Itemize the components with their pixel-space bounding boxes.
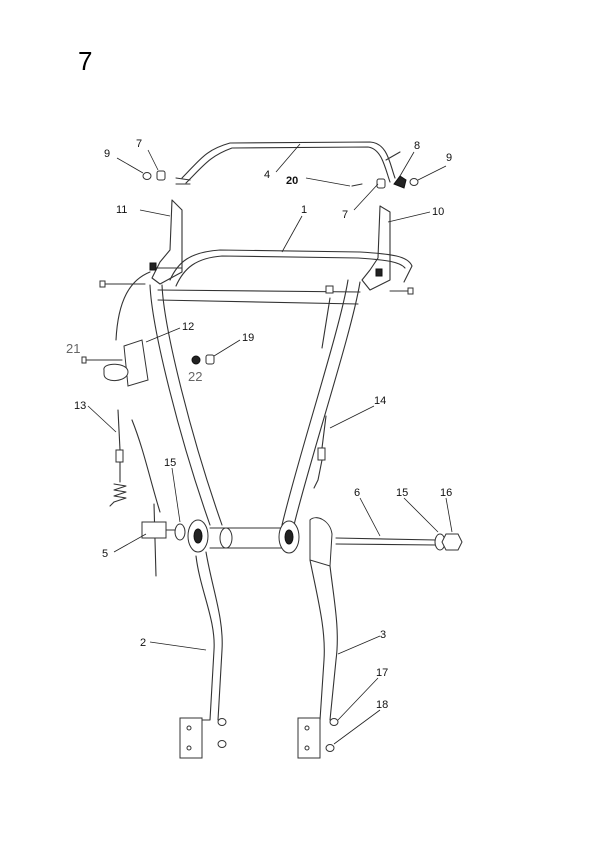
part-8-clip [393, 175, 407, 189]
part-14-cable-right [313, 415, 327, 489]
part-16-nut [441, 533, 463, 551]
label-18: 18 [376, 699, 388, 711]
page-number: 7 [78, 46, 93, 76]
bolts-left-leg [217, 718, 227, 748]
part-20-pin [351, 183, 363, 187]
label-12: 12 [182, 321, 194, 333]
label-11: 11 [116, 204, 127, 216]
cable-right [321, 297, 331, 349]
part-15-washer-left [174, 523, 186, 541]
part-13-spring-left [109, 409, 127, 507]
label-22: 22 [188, 369, 202, 384]
leader-lines [87, 143, 453, 745]
label-8: 8 [414, 140, 420, 152]
label-13: 13 [74, 400, 86, 412]
label-3: 3 [380, 629, 386, 641]
label-15-right: 15 [396, 487, 408, 499]
part-1-handle-frame [149, 249, 413, 554]
label-20: 20 [286, 175, 298, 187]
label-14: 14 [374, 395, 386, 407]
bolt-right [389, 287, 414, 295]
part-10-right-bracket [361, 205, 391, 291]
label-1: 1 [301, 204, 307, 216]
part-5-adjuster [141, 503, 179, 577]
label-5: 5 [102, 548, 108, 560]
part-4-upper-bar [175, 141, 401, 185]
label-4: 4 [264, 169, 270, 181]
label-21: 21 [66, 341, 80, 356]
label-15-left: 15 [164, 457, 176, 469]
label-16: 16 [440, 487, 452, 499]
cable-left [115, 271, 161, 513]
label-2: 2 [140, 637, 146, 649]
label-17: 17 [376, 667, 388, 679]
part-22-nut [191, 355, 201, 365]
label-10: 10 [432, 206, 444, 218]
part-12-control-lever [81, 339, 149, 387]
part-7-spacer-right [376, 178, 386, 189]
part-2-left-leg [179, 551, 223, 759]
label-7-right: 7 [342, 209, 348, 221]
bolt-rear [325, 285, 334, 294]
part-19-spacer [205, 354, 215, 365]
label-19: 19 [242, 332, 254, 344]
part-7-spacer-left [156, 170, 166, 181]
part-labels: 9 7 4 20 7 8 9 11 10 1 12 19 21 22 13 14… [66, 138, 452, 711]
label-6: 6 [354, 487, 360, 499]
label-9-right: 9 [446, 152, 452, 164]
label-9-left: 9 [104, 148, 110, 160]
part-3-right-leg [297, 517, 338, 759]
part-17-bolt [329, 718, 339, 726]
part-9-nut-left [142, 172, 152, 180]
part-6-axle-bolt [335, 537, 437, 546]
label-7-left: 7 [136, 138, 142, 150]
part-18-nut [325, 744, 335, 752]
bolt-left [99, 280, 146, 288]
part-9-nut-right [409, 178, 419, 186]
